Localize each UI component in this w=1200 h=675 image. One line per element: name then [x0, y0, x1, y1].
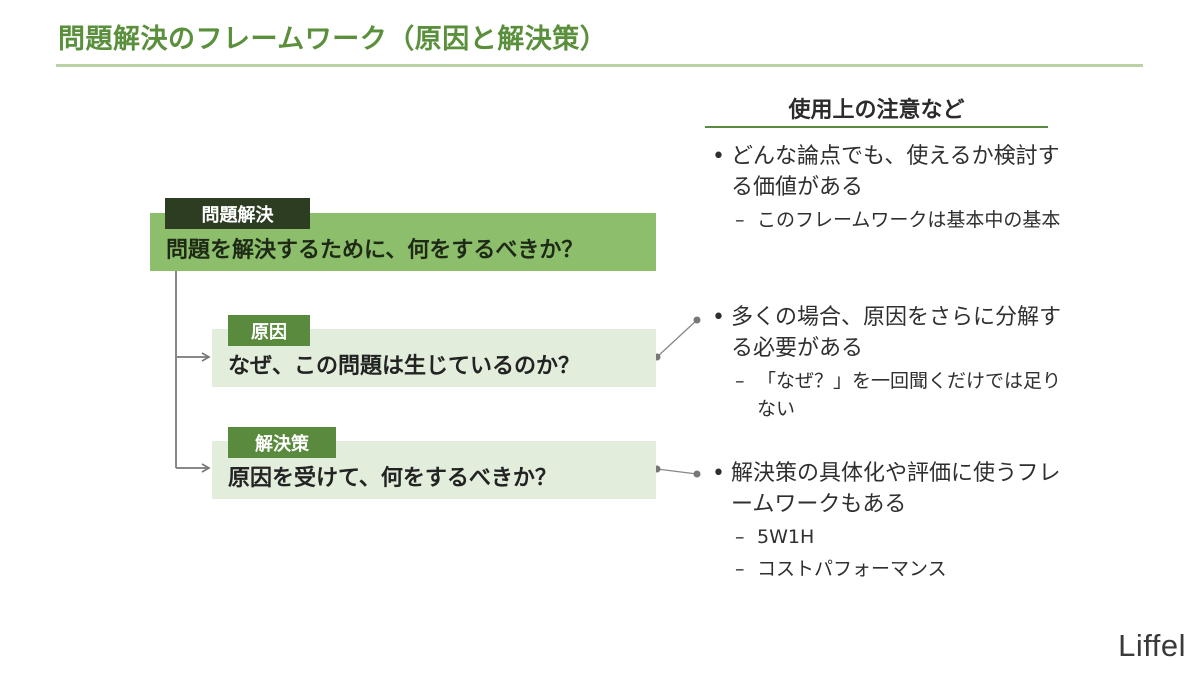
bullet-icon: • — [712, 461, 725, 486]
note-general: • どんな論点でも、使えるか検討する価値がある – このフレームワークは基本中の… — [712, 141, 1072, 234]
note-text: どんな論点でも、使えるか検討する価値がある — [731, 144, 1060, 200]
solution-note-link — [656, 468, 698, 475]
note-text: 解決策の具体化や評価に使うフレームワークもある — [731, 461, 1061, 517]
problem-solving-box: 問題を解決するために、何をするべきか？ — [150, 213, 656, 271]
cause-tag: 原因 — [228, 315, 310, 346]
bullet-icon: • — [712, 144, 725, 169]
dash-icon: – — [735, 209, 745, 231]
dash-icon: – — [735, 558, 745, 580]
page-title: 問題解決のフレームワーク（原因と解決策） — [58, 24, 608, 55]
liffel-logo: Liffel — [1118, 628, 1186, 663]
note-subtext: このフレームワークは基本中の基本 — [757, 209, 1061, 231]
problem-solving-question: 問題を解決するために、何をするべきか？ — [166, 238, 584, 263]
solution-tag: 解決策 — [228, 427, 336, 458]
note-cause: • 多くの場合、原因をさらに分解する必要がある – 「なぜ？」を一回聞くだけでは… — [712, 302, 1072, 423]
title-divider — [56, 64, 1143, 67]
solution-link-dot-right — [693, 470, 701, 478]
bullet-icon: • — [712, 305, 725, 330]
solution-question: 原因を受けて、何をするべきか？ — [228, 466, 557, 491]
note-subtext: 「なぜ？」を一回聞くだけでは足りない — [757, 370, 1062, 420]
note-subtext: 5W1H — [757, 526, 815, 548]
notes-header-divider — [705, 126, 1048, 128]
cause-link-dot-right — [693, 316, 701, 324]
dash-icon: – — [735, 370, 745, 392]
note-subtext: コストパフォーマンス — [757, 558, 947, 580]
note-text: 多くの場合、原因をさらに分解する必要がある — [731, 305, 1062, 361]
notes-header: 使用上の注意など — [788, 98, 965, 123]
dash-icon: – — [735, 526, 745, 548]
cause-note-link — [656, 319, 698, 358]
cause-question: なぜ、この問題は生じているのか？ — [228, 354, 581, 379]
problem-solving-tag: 問題解決 — [165, 198, 310, 229]
note-solution: • 解決策の具体化や評価に使うフレームワークもある – 5W1H – コストパフ… — [712, 458, 1072, 583]
